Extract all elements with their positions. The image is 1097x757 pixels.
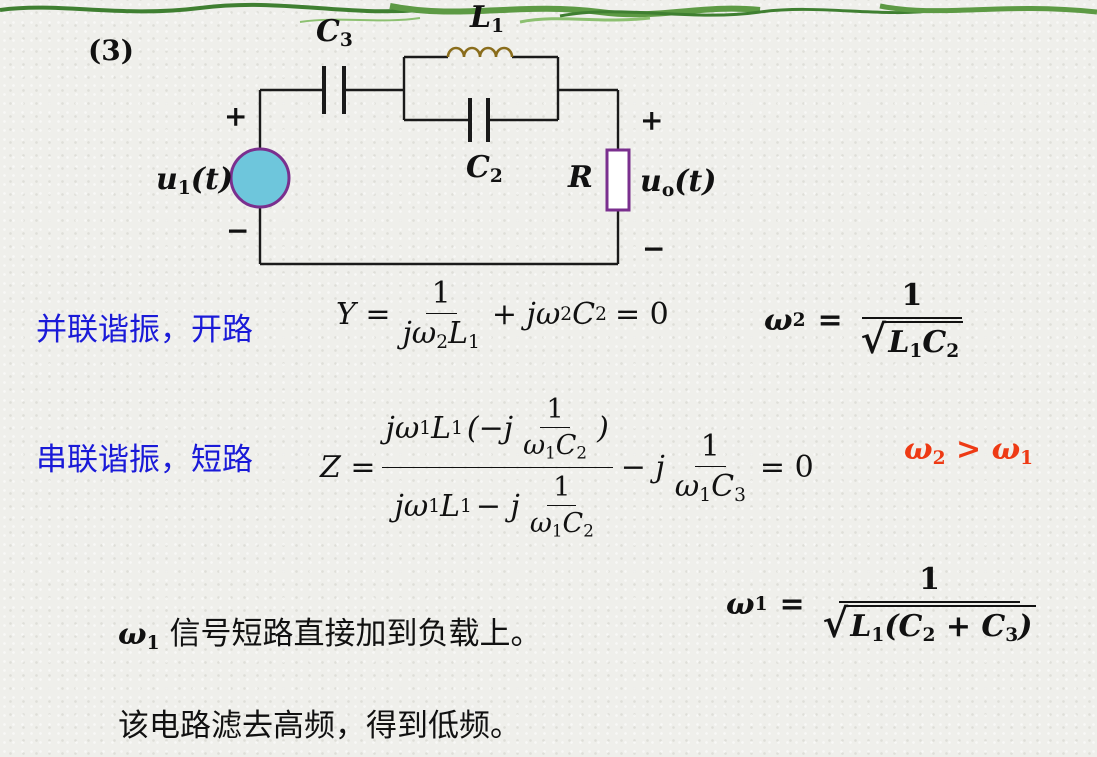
series-resonance-caption: 串联谐振，短路 [36,442,253,478]
source-plus-sign: + [224,100,248,133]
source-minus-sign: − [226,214,250,247]
output-plus-sign: + [640,104,664,137]
circuit-wires [258,55,620,266]
note-line-2: 该电路滤去高频，得到低频。 [118,708,521,744]
part-label: (3) [88,34,134,67]
capacitor-c3 [322,66,346,114]
resistor-r [605,148,631,212]
series-tail-fraction: 1 ω1C3 [674,428,746,506]
label-uo: uo(t) [640,164,717,202]
label-c3: C3 [316,14,353,52]
note-line-1: ω1 信号短路直接加到负载上。 [118,616,542,655]
voltage-source-u1 [229,147,291,209]
inductor-l1 [446,46,514,58]
output-minus-sign: − [642,232,666,265]
label-r: R [568,160,593,195]
capacitor-c2 [468,98,490,142]
label-l1: L1 [470,0,505,38]
parallel-resonance-caption: 并联谐振，开路 [36,312,253,348]
label-u1: u1(t) [156,162,234,200]
circuit-diagram [229,46,631,266]
label-c2: C2 [466,150,503,188]
parallel-fraction: 1 jω2L1 [402,276,480,354]
decorative-top-band [0,2,1097,24]
note-omega1: ω1 [118,617,160,655]
omega-comparison: ω2 > ω1 [904,432,1034,470]
